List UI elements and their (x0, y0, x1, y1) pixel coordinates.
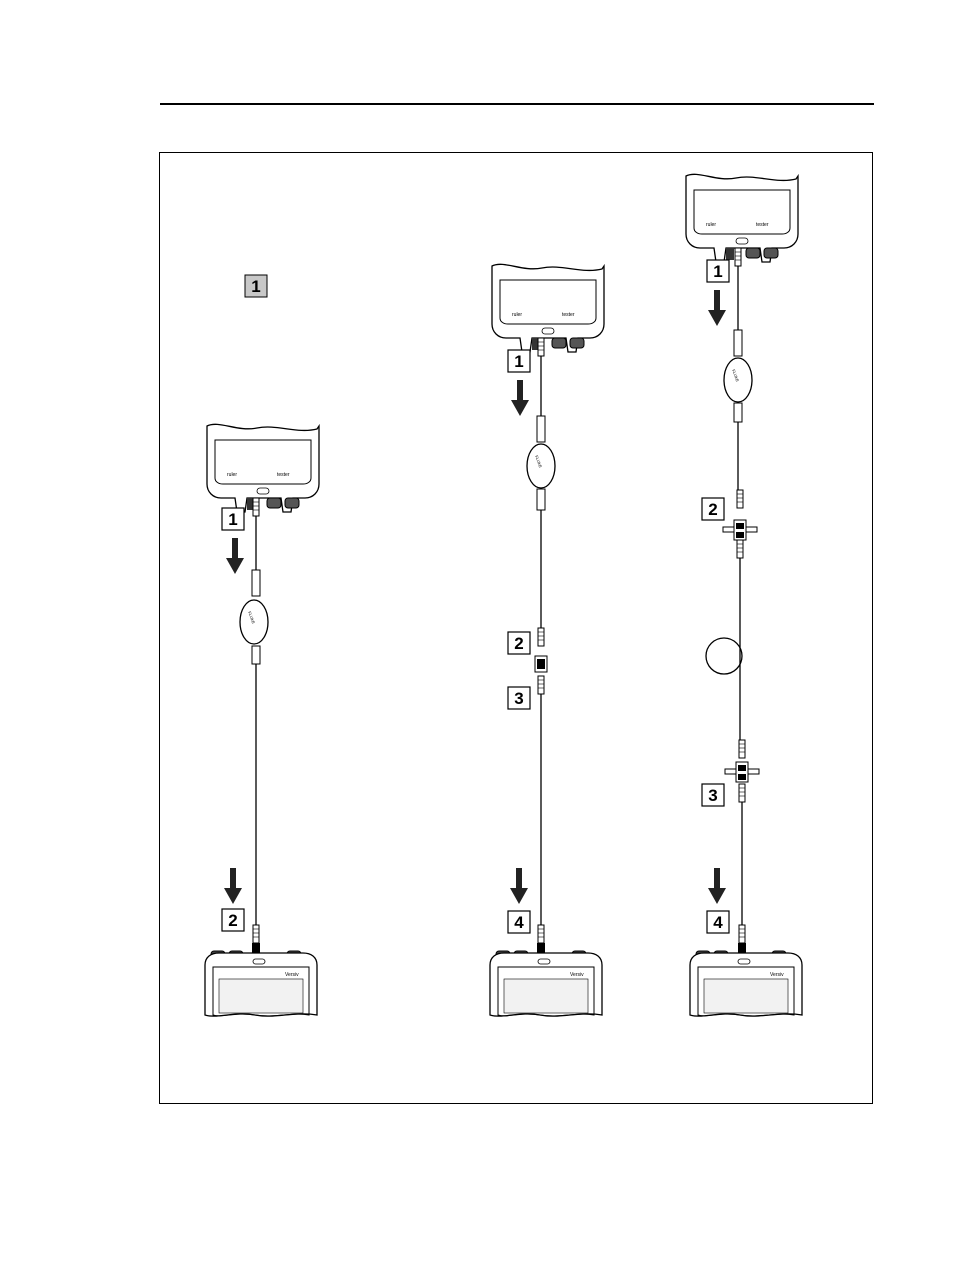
main-tester-a (205, 951, 317, 1016)
down-arrow-icon (510, 868, 528, 904)
svg-text:1: 1 (228, 510, 237, 529)
step-box: 2 (222, 909, 244, 931)
svg-text:2: 2 (708, 500, 717, 519)
step-box: 2 (702, 498, 724, 520)
step-box: 3 (702, 784, 724, 806)
svg-text:3: 3 (708, 786, 717, 805)
step-box: 4 (508, 911, 530, 933)
step-box: 4 (707, 911, 729, 933)
mandrel-icon (724, 358, 752, 402)
setup-a: 1 2 (205, 424, 319, 1016)
down-arrow-icon (708, 290, 726, 326)
main-tester-c (690, 951, 802, 1016)
down-arrow-icon (226, 538, 244, 574)
cable-loop-icon (706, 638, 742, 674)
svg-text:3: 3 (514, 689, 523, 708)
down-arrow-icon (224, 868, 242, 904)
svg-text:4: 4 (514, 913, 524, 932)
adapter-icon (535, 656, 547, 672)
mandrel-icon (240, 600, 268, 644)
svg-text:4: 4 (713, 913, 723, 932)
setup-c: 1 2 3 4 (686, 174, 802, 1016)
main-tester-b (490, 951, 602, 1016)
step-box: 2 (508, 632, 530, 654)
legend-step-label: 1 (251, 277, 260, 296)
bulkhead-adapter-icon (725, 762, 759, 782)
step-box: 1 (222, 508, 244, 530)
remote-unit-c (686, 174, 798, 262)
mandrel-icon (527, 444, 555, 488)
step-box: 1 (707, 260, 729, 282)
down-arrow-icon (511, 380, 529, 416)
down-arrow-icon (708, 868, 726, 904)
svg-text:1: 1 (514, 352, 523, 371)
legend-step-box: 1 (245, 275, 267, 297)
step-box: 3 (508, 687, 530, 709)
remote-unit-a (207, 424, 319, 512)
step-box: 1 (508, 350, 530, 372)
svg-text:2: 2 (228, 911, 237, 930)
svg-text:2: 2 (514, 634, 523, 653)
svg-text:1: 1 (713, 262, 722, 281)
bulkhead-adapter-icon (723, 520, 757, 540)
remote-unit-b (492, 264, 604, 352)
setup-b: 1 2 3 4 (490, 264, 604, 1016)
